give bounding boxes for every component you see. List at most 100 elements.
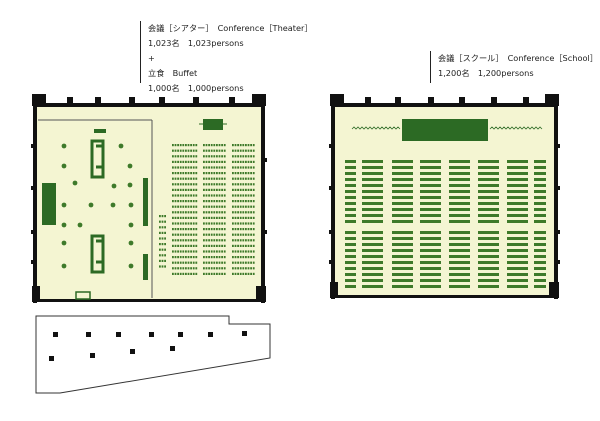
theater-seat: [172, 205, 174, 208]
theater-seat: [210, 200, 213, 203]
theater-seat: [185, 160, 187, 163]
caption-plus: +: [148, 53, 155, 63]
theater-seat: [247, 177, 250, 180]
theater-seat: [234, 166, 237, 169]
school-desk-row: [362, 184, 383, 187]
theater-seat: [239, 155, 242, 158]
standing-table: [128, 202, 134, 208]
theater-seat: [223, 166, 226, 169]
theater-seat: [190, 239, 192, 242]
theater-seat: [208, 250, 210, 253]
theater-seat: [216, 228, 218, 231]
floor-plan-theater-buffet: [31, 94, 271, 394]
school-desk-row: [420, 285, 441, 288]
school-desk-row: [345, 190, 356, 193]
theater-seat: [210, 188, 213, 191]
theater-seat: [195, 261, 198, 264]
theater-seat: [185, 188, 187, 191]
school-desk-row: [362, 220, 383, 223]
theater-seat: [182, 216, 185, 219]
theater-seat: [192, 188, 195, 191]
theater-seat: [242, 200, 245, 203]
school-desk-row: [392, 267, 413, 270]
theater-seat: [177, 149, 179, 152]
theater-seat: [239, 267, 242, 270]
theater-seat: [187, 272, 190, 275]
school-desk-row: [507, 261, 528, 264]
theater-seat: [192, 172, 195, 175]
theater-seat: [242, 160, 245, 163]
theater-seat: [252, 166, 255, 169]
theater-seat: [177, 244, 179, 247]
theater-seat: [203, 211, 205, 214]
theater-seat: [218, 177, 221, 180]
theater-seat: [245, 244, 247, 247]
school-desk-row: [507, 214, 528, 217]
theater-seat: [247, 239, 250, 242]
theater-seat: [221, 177, 223, 180]
theater-seat: [216, 211, 218, 214]
school-desk-row: [478, 285, 499, 288]
theater-seat: [192, 267, 195, 270]
theater-seat: [218, 256, 221, 259]
school-desk-row: [478, 178, 499, 181]
theater-seat: [159, 215, 161, 218]
school-desk-row: [362, 243, 383, 246]
school-desk-row: [345, 249, 356, 252]
theater-seat: [208, 267, 210, 270]
theater-seat: [247, 172, 250, 175]
theater-seat: [208, 233, 210, 236]
theater-seat: [174, 177, 177, 180]
theater-seat: [185, 194, 187, 197]
school-desk-row: [534, 184, 546, 187]
theater-seat: [203, 228, 205, 231]
theater-seat: [245, 149, 247, 152]
wall-top: [331, 103, 558, 107]
theater-seat: [237, 194, 239, 197]
theater-seat: [252, 205, 255, 208]
theater-seat: [164, 231, 166, 234]
theater-seat: [205, 239, 208, 242]
theater-seat: [218, 155, 221, 158]
theater-seat: [210, 244, 213, 247]
school-desk-row: [420, 237, 441, 240]
theater-seat: [174, 200, 177, 203]
theater-seat: [182, 244, 185, 247]
wall-bottom: [33, 299, 265, 302]
theater-seat: [245, 177, 247, 180]
theater-seat: [223, 239, 226, 242]
school-desk-row: [345, 279, 356, 282]
theater-seat: [242, 155, 245, 158]
theater-seat: [213, 216, 216, 219]
theater-seat: [247, 216, 250, 219]
theater-seat: [185, 172, 187, 175]
buffet-item: [96, 144, 102, 148]
theater-seat: [232, 149, 234, 152]
school-desk-row: [345, 220, 356, 223]
theater-seat: [182, 166, 185, 169]
theater-seat: [182, 233, 185, 236]
theater-seat: [242, 188, 245, 191]
theater-seat: [174, 261, 177, 264]
corner-column: [256, 286, 266, 302]
theater-seat: [232, 233, 234, 236]
buffet-item: [96, 239, 102, 243]
buffet-sidebar: [94, 129, 106, 133]
theater-seat: [242, 239, 245, 242]
theater-seat: [177, 250, 179, 253]
theater-seat: [221, 272, 223, 275]
theater-seat: [172, 144, 174, 147]
school-desk-row: [478, 190, 499, 193]
theater-seat: [177, 239, 179, 242]
theater-seat: [237, 272, 239, 275]
theater-seat: [245, 144, 247, 147]
theater-seat: [195, 216, 198, 219]
school-desk-row: [478, 184, 499, 187]
theater-seat: [245, 256, 247, 259]
theater-seat: [210, 155, 213, 158]
theater-seat: [172, 244, 174, 247]
theater-seat: [242, 222, 245, 225]
theater-seat: [247, 194, 250, 197]
school-desk-row: [420, 273, 441, 276]
theater-seat: [203, 188, 205, 191]
